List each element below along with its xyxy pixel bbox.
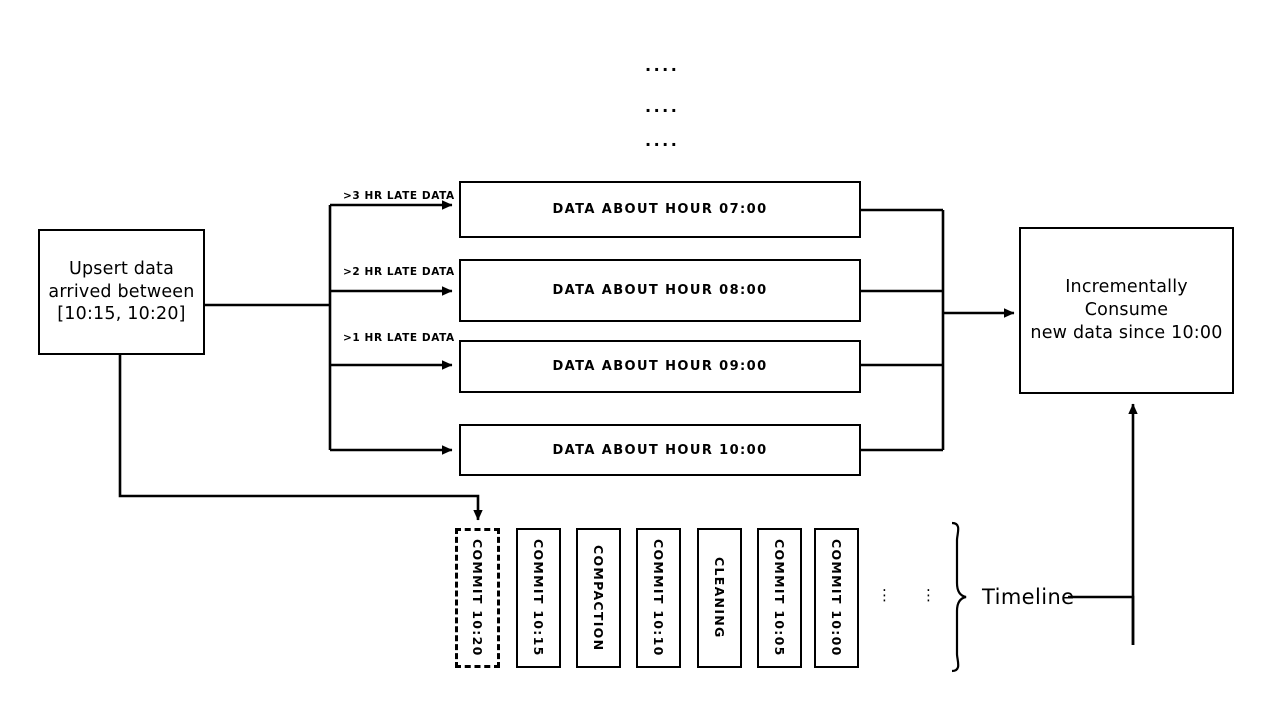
edge-label-late-2hr: >2 HR LATE DATA: [343, 266, 455, 278]
ellipsis-row-2: ....: [645, 97, 680, 116]
hour-partition-label-07: DATA ABOUT HOUR 07:00: [552, 202, 768, 217]
source-box-line-3: [10:15, 10:20]: [57, 304, 186, 325]
timeline-ellipsis-2: ⋮: [921, 586, 936, 604]
timeline-instant-label-commit-1000: COMMIT 10:00: [829, 539, 844, 657]
source-box-line-1: Upsert data: [68, 258, 175, 279]
hour-partition-box-07[interactable]: DATA ABOUT HOUR 07:00: [459, 181, 861, 238]
edge-timeline-label-connector: [1068, 595, 1135, 645]
consumer-box-line-1: Incrementally Consume: [1065, 277, 1188, 321]
source-box-line-2: arrived between: [48, 281, 195, 302]
timeline-instant-label-commit-1010: COMMIT 10:10: [651, 539, 666, 657]
hour-partition-label-08: DATA ABOUT HOUR 08:00: [552, 283, 768, 298]
edge-label-late-3hr: >3 HR LATE DATA: [343, 190, 455, 202]
hour-partition-box-09[interactable]: DATA ABOUT HOUR 09:00: [459, 340, 861, 393]
hour-partition-box-10[interactable]: DATA ABOUT HOUR 10:00: [459, 424, 861, 476]
timeline-instant-commit-1000[interactable]: COMMIT 10:00: [814, 528, 859, 668]
timeline-instant-label-cleaning: CLEANING: [712, 557, 727, 639]
timeline-instant-label-compaction: COMPACTION: [591, 544, 606, 652]
hour-partition-box-08[interactable]: DATA ABOUT HOUR 08:00: [459, 259, 861, 322]
source-box[interactable]: Upsert data arrived between [10:15, 10:2…: [38, 229, 205, 355]
timeline-instant-label-commit-1005: COMMIT 10:05: [772, 539, 787, 657]
timeline-instant-label-commit-1020: COMMIT 10:20: [470, 539, 485, 657]
edge-source-to-commit: [118, 355, 483, 521]
consumer-box[interactable]: Incrementally Consume new data since 10:…: [1019, 227, 1234, 394]
timeline-ellipsis-1: ⋮: [877, 586, 892, 604]
timeline-instant-commit-1005[interactable]: COMMIT 10:05: [757, 528, 802, 668]
timeline-brace: [951, 521, 967, 673]
timeline-instant-commit-1015[interactable]: COMMIT 10:15: [516, 528, 561, 668]
edge-label-late-1hr: >1 HR LATE DATA: [343, 332, 455, 344]
timeline-instant-compaction[interactable]: COMPACTION: [576, 528, 621, 668]
ellipsis-row-3: ....: [645, 131, 680, 150]
timeline-instant-label-commit-1015: COMMIT 10:15: [531, 539, 546, 657]
timeline-instant-commit-1020[interactable]: COMMIT 10:20: [455, 528, 500, 668]
hour-partition-label-09: DATA ABOUT HOUR 09:00: [552, 359, 768, 374]
timeline-label: Timeline: [982, 585, 1075, 609]
timeline-instant-commit-1010[interactable]: COMMIT 10:10: [636, 528, 681, 668]
ellipsis-row-1: ....: [645, 56, 680, 75]
timeline-instant-cleaning[interactable]: CLEANING: [697, 528, 742, 668]
consumer-box-line-2: new data since 10:00: [1030, 322, 1223, 343]
hour-partition-label-10: DATA ABOUT HOUR 10:00: [552, 442, 768, 458]
